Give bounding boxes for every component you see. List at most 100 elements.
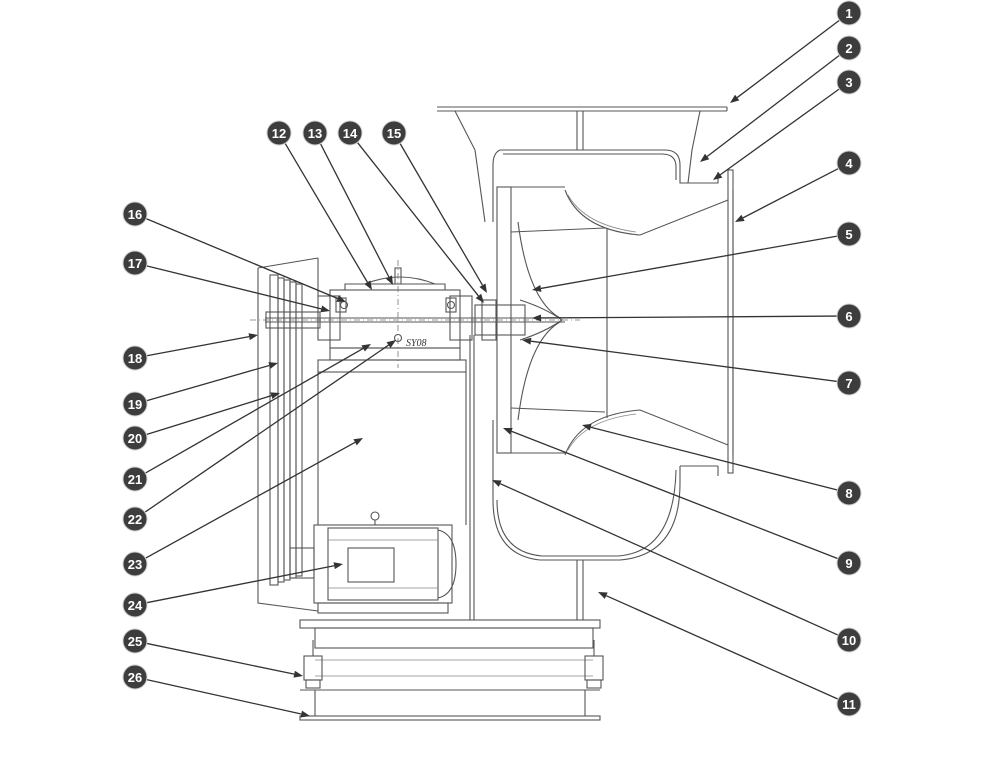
leader-arrow-2: [700, 153, 710, 162]
leader-arrow-6: [532, 314, 542, 322]
callout-label-23: 23: [128, 557, 142, 572]
callout-label-22: 22: [128, 512, 142, 527]
callout-bubble-21: [122, 466, 148, 492]
callout-bubble-1: [836, 0, 862, 26]
callout-label-2: 2: [845, 41, 852, 56]
callout-bubble-16: [122, 201, 148, 227]
leader-arrow-16: [336, 295, 346, 302]
callout-label-13: 13: [308, 126, 322, 141]
callout-21: 21: [122, 466, 148, 492]
leader-line-9: [511, 430, 839, 560]
callout-label-11: 11: [842, 697, 856, 712]
callout-bubble-24: [122, 592, 148, 618]
callout-bubble-17: [122, 250, 148, 276]
callout-22: 22: [122, 506, 148, 532]
leader-arrow-3: [713, 171, 723, 180]
leader-line-14: [356, 142, 479, 297]
leader-line-2: [706, 54, 840, 158]
leader-arrow-12: [364, 280, 372, 290]
callout-label-24: 24: [128, 598, 143, 613]
callout-label-15: 15: [387, 126, 401, 141]
leader-line-10: [499, 483, 839, 636]
leader-line-20: [146, 395, 272, 436]
leader-line-13: [319, 143, 390, 278]
callout-18: 18: [122, 345, 148, 371]
callout-label-12: 12: [272, 126, 286, 141]
leader-line-8: [590, 426, 838, 491]
callout-bubble-19: [122, 391, 148, 417]
callout-bubble-6: [836, 303, 862, 329]
leader-arrow-19: [268, 362, 278, 369]
leader-arrow-15: [479, 283, 487, 293]
callout-bubble-9: [836, 550, 862, 576]
callout-5: 5: [836, 221, 862, 247]
callout-bubble-26: [122, 664, 148, 690]
callout-bubble-14: [337, 120, 363, 146]
callout-25: 25: [122, 628, 148, 654]
callout-bubble-8: [836, 480, 862, 506]
leader-arrow-8: [582, 423, 592, 431]
leader-line-21: [145, 347, 364, 474]
callout-bubble-13: [302, 120, 328, 146]
callout-16: 16: [122, 201, 148, 227]
callout-4: 4: [836, 150, 862, 176]
leader-line-17: [146, 265, 322, 310]
leader-arrow-7: [522, 337, 532, 345]
callout-label-14: 14: [343, 126, 358, 141]
callout-15: 15: [381, 120, 407, 146]
leader-line-15: [399, 143, 484, 286]
callout-label-4: 4: [845, 156, 853, 171]
callout-label-7: 7: [845, 376, 852, 391]
machine-outline: SY08: [250, 106, 734, 721]
callout-bubble-7: [836, 370, 862, 396]
leader-line-3: [719, 88, 840, 176]
callout-label-19: 19: [128, 397, 142, 412]
leader-arrow-13: [385, 275, 393, 285]
callout-bubble-15: [381, 120, 407, 146]
callout-bubble-20: [122, 425, 148, 451]
leader-arrow-25: [293, 670, 303, 678]
leader-lines: [144, 19, 840, 718]
callout-bubble-18: [122, 345, 148, 371]
callout-13: 13: [302, 120, 328, 146]
leader-line-25: [146, 642, 295, 675]
leader-line-18: [146, 336, 250, 357]
callout-bubble-3: [836, 69, 862, 95]
callout-label-5: 5: [845, 227, 852, 242]
callout-label-3: 3: [845, 75, 852, 90]
callout-20: 20: [122, 425, 148, 451]
leader-arrow-20: [270, 392, 280, 400]
callout-7: 7: [836, 370, 862, 396]
callout-label-21: 21: [128, 472, 142, 487]
callout-bubble-2: [836, 35, 862, 61]
leader-line-12: [284, 142, 368, 283]
leader-line-5: [540, 235, 838, 290]
leader-arrow-26: [300, 710, 310, 718]
leader-line-23: [145, 441, 356, 559]
leader-line-16: [145, 218, 338, 300]
callout-label-10: 10: [842, 633, 856, 648]
callout-3: 3: [836, 69, 862, 95]
leader-arrow-10: [492, 480, 502, 487]
callout-26: 26: [122, 664, 148, 690]
leader-arrow-24: [333, 562, 343, 570]
callout-label-9: 9: [845, 556, 852, 571]
leader-line-24: [146, 565, 335, 604]
callout-19: 19: [122, 391, 148, 417]
leader-arrow-14: [475, 293, 484, 303]
callout-11: 11: [836, 691, 862, 717]
leader-arrow-23: [353, 438, 363, 446]
callout-9: 9: [836, 550, 862, 576]
leader-line-26: [146, 678, 302, 715]
leader-line-6: [540, 315, 838, 319]
leader-arrow-17: [320, 305, 330, 313]
leader-arrow-22: [386, 340, 396, 348]
leader-arrow-21: [361, 344, 371, 352]
leader-arrow-1: [730, 94, 740, 103]
leader-arrow-18: [248, 333, 258, 341]
callout-24: 24: [122, 592, 148, 618]
callout-label-6: 6: [845, 309, 852, 324]
callout-17: 17: [122, 250, 148, 276]
